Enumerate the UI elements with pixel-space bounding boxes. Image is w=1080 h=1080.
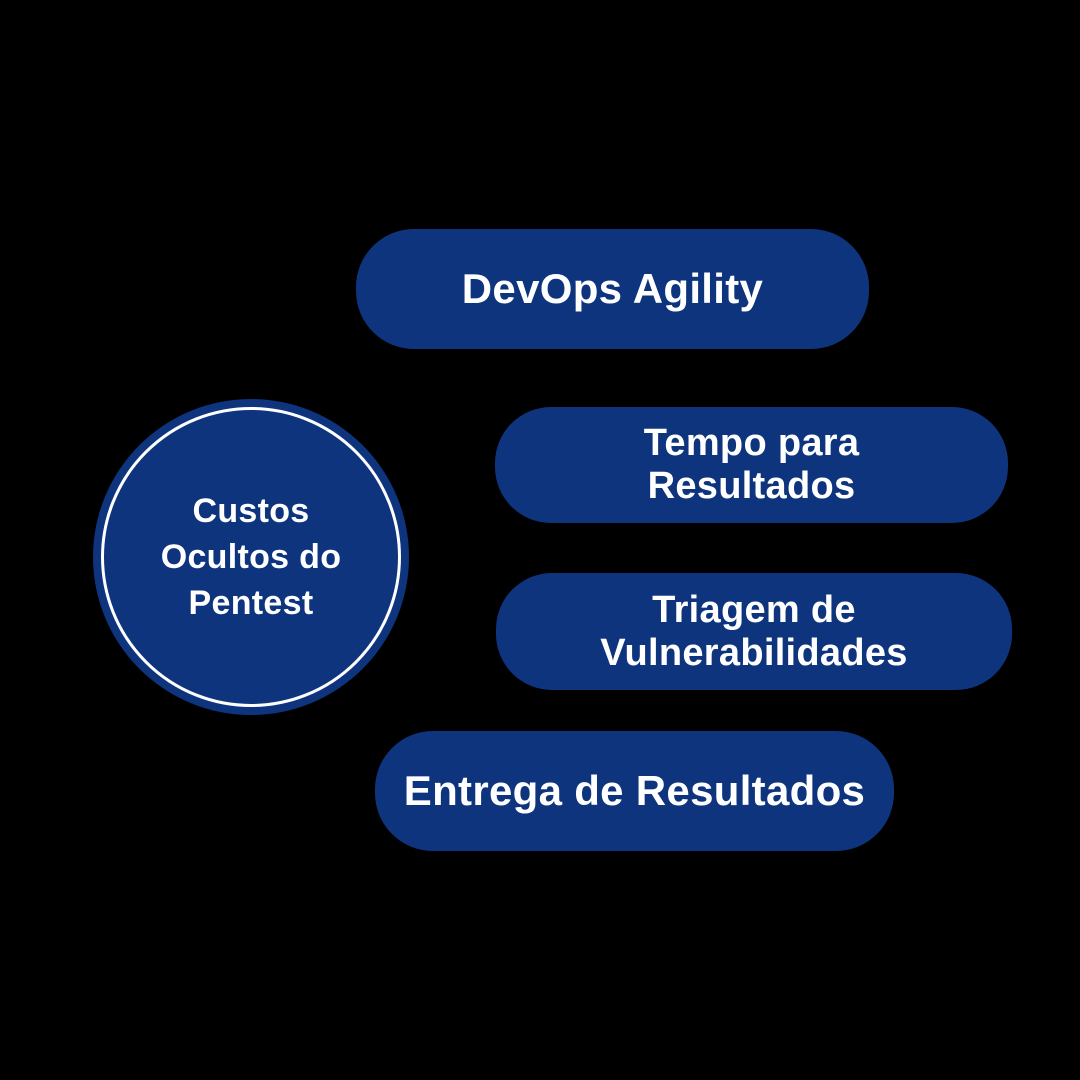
- node-devops-agility: DevOps Agility: [356, 229, 869, 349]
- node-tempo-para-resultados-label: Tempo para Resultados: [643, 422, 860, 507]
- node-entrega-de-resultados: Entrega de Resultados: [375, 731, 894, 851]
- node-devops-agility-label: DevOps Agility: [461, 265, 764, 312]
- node-tempo-para-resultados: Tempo para Resultados: [495, 407, 1008, 523]
- node-triagem-de-vulnerabilidades-label: Triagem de Vulnerabilidades: [600, 588, 908, 674]
- node-entrega-de-resultados-label: Entrega de Resultados: [403, 767, 866, 814]
- hub-label: Custos Ocultos do Pentest: [160, 492, 342, 622]
- hub-circle-custos-ocultos: Custos Ocultos do Pentest: [93, 399, 409, 715]
- node-triagem-de-vulnerabilidades: Triagem de Vulnerabilidades: [496, 573, 1012, 690]
